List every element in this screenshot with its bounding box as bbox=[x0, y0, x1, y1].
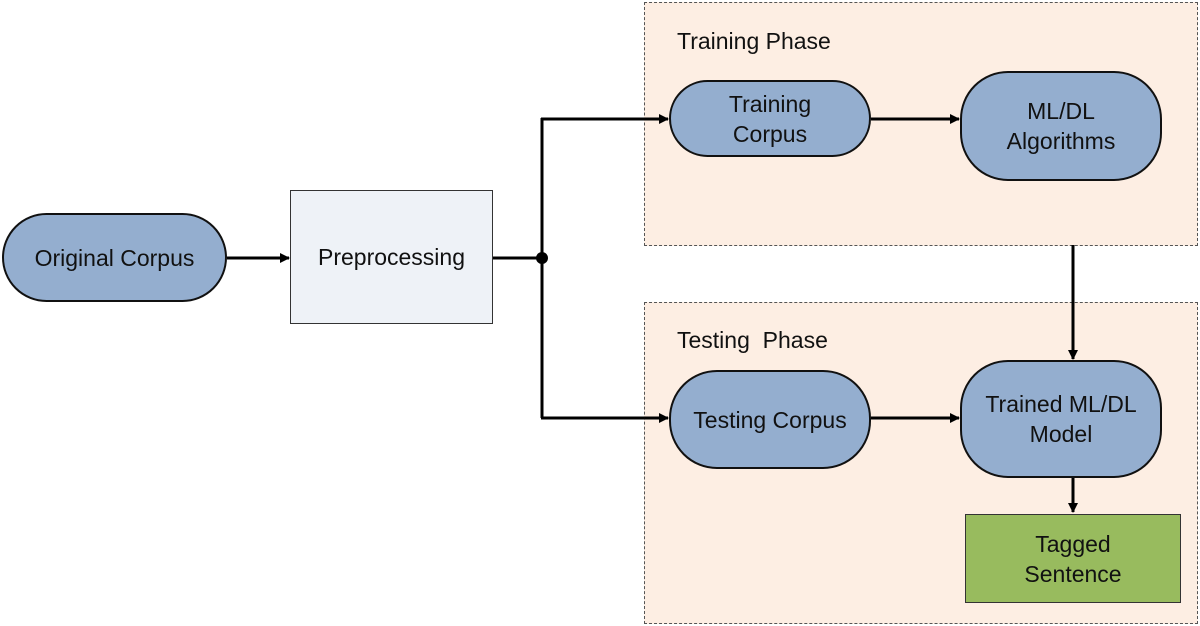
ml-dl-algorithms-node: ML/DL Algorithms bbox=[960, 71, 1162, 181]
original-corpus-node: Original Corpus bbox=[2, 213, 227, 302]
testing-phase-label: Testing Phase bbox=[677, 327, 828, 353]
testing-corpus-node: Testing Corpus bbox=[669, 370, 871, 469]
tagged-sentence-node: Tagged Sentence bbox=[965, 514, 1181, 603]
training-corpus-node: Training Corpus bbox=[669, 80, 871, 157]
junction-dot bbox=[536, 252, 548, 264]
preprocessing-node: Preprocessing bbox=[290, 190, 493, 324]
trained-model-node: Trained ML/DL Model bbox=[960, 360, 1162, 478]
training-phase-label: Training Phase bbox=[677, 28, 831, 54]
